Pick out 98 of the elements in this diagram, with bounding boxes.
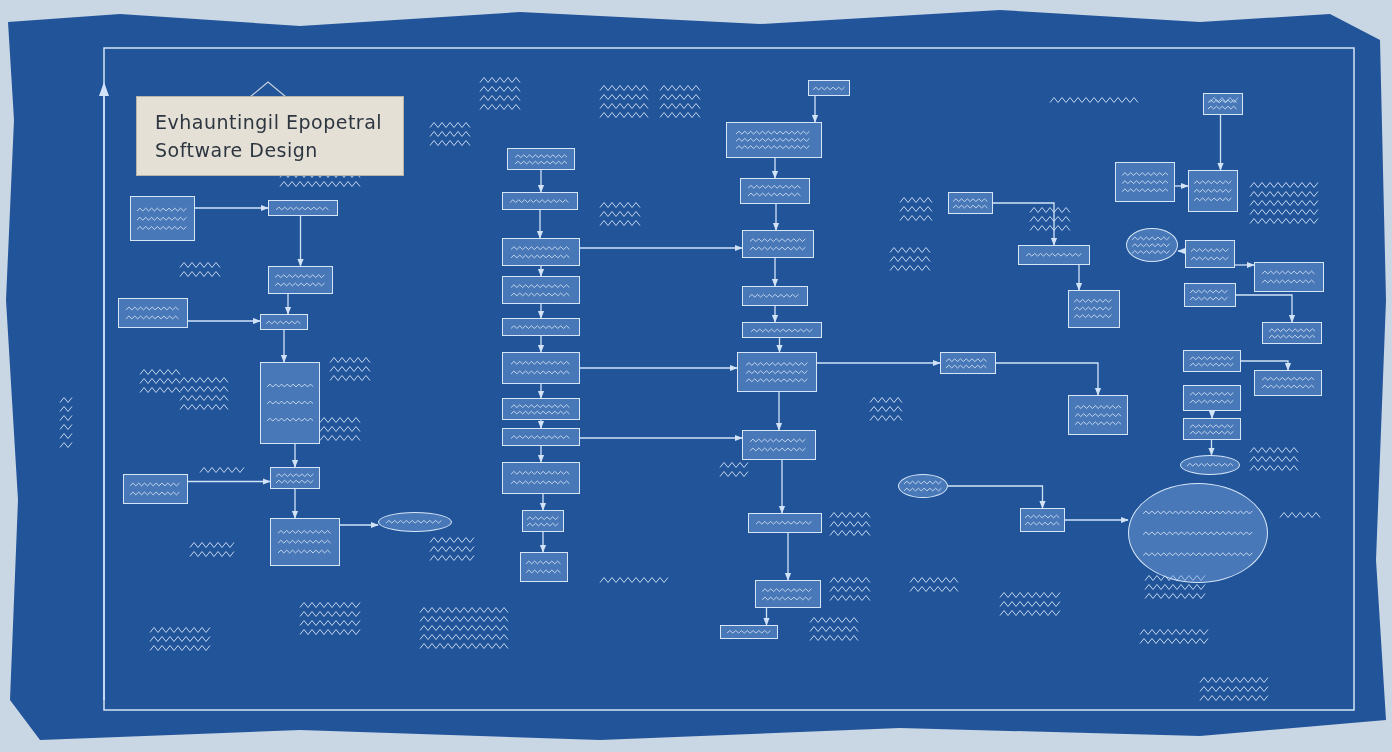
connector-arrow: [284, 293, 292, 315]
process-box: [940, 352, 996, 374]
connector-arrow: [539, 493, 547, 511]
process-box: [123, 474, 188, 504]
connector-arrow: [1174, 182, 1189, 190]
process-box: [1018, 245, 1090, 265]
connector-arrow: [579, 244, 743, 252]
connector-arrow: [784, 532, 792, 581]
connector-arrow: [1240, 360, 1292, 371]
process-box: [502, 398, 580, 420]
connector-arrow: [537, 445, 545, 463]
title-tag: Evhauntingil Epopetral Software Design: [136, 96, 404, 176]
process-box: [1254, 262, 1324, 292]
process-box: [720, 625, 778, 639]
ellipse-node: [1126, 228, 1178, 262]
process-box: [130, 196, 195, 241]
connector-arrow: [1217, 114, 1224, 171]
ellipse-node: [1180, 455, 1240, 475]
connector-arrow: [771, 157, 779, 179]
process-box: [1254, 370, 1322, 396]
process-box: [502, 428, 580, 446]
process-box: [270, 518, 340, 566]
process-box: [522, 510, 564, 532]
process-box: [268, 200, 338, 216]
process-box: [502, 352, 580, 384]
connector-arrow: [291, 443, 299, 468]
process-box: [740, 178, 810, 204]
process-box: [260, 362, 320, 444]
connector-arrow: [771, 257, 779, 287]
process-box: [118, 298, 188, 328]
connector-arrow: [537, 303, 545, 319]
connector-arrow: [537, 383, 545, 399]
connector-arrow: [187, 478, 271, 485]
connector-arrow: [1177, 247, 1186, 255]
connector-arrow: [537, 419, 545, 429]
process-box: [502, 318, 580, 336]
process-box: [1188, 170, 1238, 212]
process-box: [502, 238, 580, 266]
connector-arrow: [1208, 410, 1216, 419]
process-box: [1183, 385, 1241, 411]
process-box: [1068, 290, 1120, 328]
process-box: [260, 314, 308, 330]
process-box: [502, 462, 580, 494]
process-box: [1185, 240, 1235, 268]
connector-arrow: [1208, 439, 1215, 456]
process-box: [1115, 162, 1175, 202]
process-box: [268, 266, 333, 294]
connector-arrow: [539, 531, 547, 553]
connector-arrow: [992, 202, 1058, 246]
connector-arrow: [536, 209, 544, 239]
connector-arrow: [1234, 261, 1255, 269]
connector-arrow: [579, 434, 743, 442]
process-box: [742, 322, 822, 338]
connector-arrow: [537, 265, 545, 277]
process-box: [748, 513, 822, 533]
connector-arrow: [816, 359, 941, 367]
connector-arrow: [537, 335, 545, 353]
connector-arrow: [811, 95, 819, 123]
connector-arrow: [297, 215, 304, 267]
connector-arrow: [995, 362, 1102, 396]
process-box: [1020, 508, 1065, 532]
process-box: [948, 192, 993, 214]
process-box: [726, 122, 822, 158]
process-box: [270, 467, 320, 489]
ellipse-node: [898, 474, 948, 498]
process-box: [502, 192, 578, 210]
connector-arrow: [194, 204, 269, 212]
connector-arrow: [579, 364, 738, 372]
ellipse-node: [378, 512, 452, 532]
connector-arrow: [776, 337, 783, 353]
connector-arrow: [1235, 294, 1296, 323]
process-box: [742, 286, 808, 306]
process-box: [742, 430, 816, 460]
process-box: [808, 80, 850, 96]
connector-arrow: [947, 485, 1046, 509]
process-box: [507, 148, 575, 170]
connector-arrow: [537, 169, 545, 193]
process-box: [520, 552, 568, 582]
connector-arrow: [1075, 264, 1083, 291]
connector-arrow: [778, 459, 786, 514]
process-box: [502, 276, 580, 304]
connector-arrow: [187, 317, 261, 325]
process-box: [1184, 283, 1236, 307]
connector-arrow: [1064, 516, 1129, 524]
connector-arrow: [291, 488, 299, 519]
connector-arrow: [763, 607, 770, 626]
connector-arrow: [771, 305, 779, 323]
process-box: [1183, 418, 1241, 440]
process-box: [755, 580, 821, 608]
process-box: [1068, 395, 1128, 435]
process-box: [1183, 350, 1241, 372]
process-box: [1262, 322, 1322, 344]
process-box: [737, 352, 817, 392]
connector-arrow: [280, 329, 288, 363]
connector-arrow: [772, 203, 780, 231]
process-box: [742, 230, 814, 258]
connector-arrow: [775, 391, 783, 431]
connector-arrow: [339, 521, 379, 529]
